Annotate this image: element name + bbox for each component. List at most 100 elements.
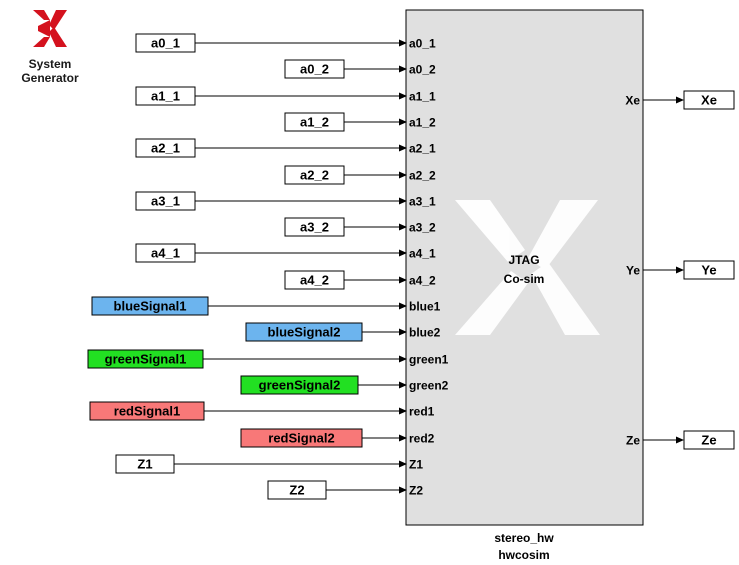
sink-block-label: Xe: [701, 93, 717, 108]
source-block-label: a1_1: [151, 89, 180, 104]
sink-block-label: Ye: [701, 263, 716, 278]
output-row: Ze Ze: [626, 430, 735, 450]
input-port-label: blue2: [409, 326, 441, 340]
source-block-greenSignal2[interactable]: greenSignal2: [240, 375, 359, 395]
source-block-label: a4_1: [151, 246, 180, 261]
input-row: a3_2 a3_2: [284, 217, 436, 237]
source-block-a4_2[interactable]: a4_2: [284, 270, 345, 290]
source-block-label: a2_2: [300, 168, 329, 183]
output-row: Xe Xe: [625, 90, 735, 110]
output-port-label: Ze: [626, 434, 640, 448]
input-row: redSignal1 red1: [89, 401, 435, 421]
input-row: a3_1 a3_1: [135, 191, 436, 211]
input-row: Z1 Z1: [115, 454, 423, 474]
source-block-label: a2_1: [151, 141, 180, 156]
sink-block-Xe[interactable]: Xe: [683, 90, 735, 110]
source-block-label: redSignal1: [114, 404, 180, 419]
input-row: a1_2 a1_2: [284, 112, 436, 132]
input-port-label: a1_2: [409, 116, 436, 130]
source-block-a1_2[interactable]: a1_2: [284, 112, 345, 132]
source-block-label: redSignal2: [268, 431, 334, 446]
input-row: a2_2 a2_2: [284, 165, 436, 185]
source-block-redSignal1[interactable]: redSignal1: [89, 401, 205, 421]
input-port-label: a2_1: [409, 142, 436, 156]
source-block-blueSignal2[interactable]: blueSignal2: [245, 322, 363, 342]
output-port-label: Ye: [626, 264, 640, 278]
input-port-label: a4_2: [409, 274, 436, 288]
source-block-label: Z2: [289, 483, 304, 498]
sink-block-Ze[interactable]: Ze: [683, 430, 735, 450]
input-row: a1_1 a1_1: [135, 86, 436, 106]
subsystem-name-label: stereo_hw: [494, 531, 554, 545]
source-block-a2_2[interactable]: a2_2: [284, 165, 345, 185]
source-block-label: a1_2: [300, 115, 329, 130]
input-row: a0_2 a0_2: [284, 59, 436, 79]
sink-block-frame: [683, 260, 735, 280]
input-row: greenSignal2 green2: [240, 375, 449, 395]
input-port-label: green2: [409, 379, 449, 393]
input-port-label: a3_2: [409, 221, 436, 235]
source-block-a0_2[interactable]: a0_2: [284, 59, 345, 79]
source-block-label: blueSignal1: [114, 299, 187, 314]
input-port-label: red1: [409, 405, 435, 419]
logo-label-line2: Generator: [21, 71, 79, 85]
source-block-Z1[interactable]: Z1: [115, 454, 175, 474]
input-port-label: a4_1: [409, 247, 436, 261]
source-block-a1_1[interactable]: a1_1: [135, 86, 196, 106]
input-row: redSignal2 red2: [240, 428, 435, 448]
input-row: blueSignal1 blue1: [91, 296, 441, 316]
source-block-label: a0_1: [151, 36, 180, 51]
system-generator-block[interactable]: System Generator: [21, 10, 79, 85]
source-block-a2_1[interactable]: a2_1: [135, 138, 196, 158]
stereo-hw-subsystem-block[interactable]: JTAG Co-sim: [405, 9, 644, 526]
source-block-redSignal2[interactable]: redSignal2: [240, 428, 363, 448]
input-row: a4_1 a4_1: [135, 243, 436, 263]
source-block-greenSignal1[interactable]: greenSignal1: [87, 349, 204, 369]
input-port-label: green1: [409, 353, 449, 367]
subsystem-type-label: hwcosim: [498, 548, 549, 562]
xilinx-watermark-icon: [455, 200, 600, 335]
cosim-label: Co-sim: [504, 272, 545, 286]
input-port-label: a2_2: [409, 169, 436, 183]
input-port-label: a3_1: [409, 195, 436, 209]
sink-block-frame: [683, 430, 735, 450]
input-row: a0_1 a0_1: [135, 33, 436, 53]
jtag-label: JTAG: [508, 253, 539, 267]
input-port-label: red2: [409, 432, 435, 446]
input-port-label: blue1: [409, 300, 441, 314]
sink-block-Ye[interactable]: Ye: [683, 260, 735, 280]
logo-label-line1: System: [29, 57, 72, 71]
source-block-label: a3_2: [300, 220, 329, 235]
input-port-label: a0_1: [409, 37, 436, 51]
input-port-label: Z2: [409, 484, 423, 498]
source-block-label: Z1: [137, 457, 152, 472]
input-row: greenSignal1 green1: [87, 349, 449, 369]
input-row: a2_1 a2_1: [135, 138, 436, 158]
source-block-a3_1[interactable]: a3_1: [135, 191, 196, 211]
output-row: Ye Ye: [626, 260, 735, 280]
source-block-label: a4_2: [300, 273, 329, 288]
input-row: a4_2 a4_2: [284, 270, 436, 290]
source-block-a0_1[interactable]: a0_1: [135, 33, 196, 53]
input-port-label: a1_1: [409, 90, 436, 104]
source-block-label: a0_2: [300, 62, 329, 77]
input-port-label: Z1: [409, 458, 423, 472]
input-port-label: a0_2: [409, 63, 436, 77]
sink-block-frame: [683, 90, 735, 110]
xilinx-logo-icon: [33, 10, 67, 47]
sink-block-label: Ze: [701, 433, 716, 448]
source-block-label: blueSignal2: [268, 325, 341, 340]
source-block-a4_1[interactable]: a4_1: [135, 243, 196, 263]
source-block-label: a3_1: [151, 194, 180, 209]
output-port-label: Xe: [625, 94, 640, 108]
source-block-label: greenSignal1: [105, 352, 187, 367]
input-row: blueSignal2 blue2: [245, 322, 441, 342]
source-block-a3_2[interactable]: a3_2: [284, 217, 345, 237]
source-block-blueSignal1[interactable]: blueSignal1: [91, 296, 209, 316]
input-row: Z2 Z2: [267, 480, 423, 500]
source-block-label: greenSignal2: [259, 378, 341, 393]
source-block-Z2[interactable]: Z2: [267, 480, 327, 500]
